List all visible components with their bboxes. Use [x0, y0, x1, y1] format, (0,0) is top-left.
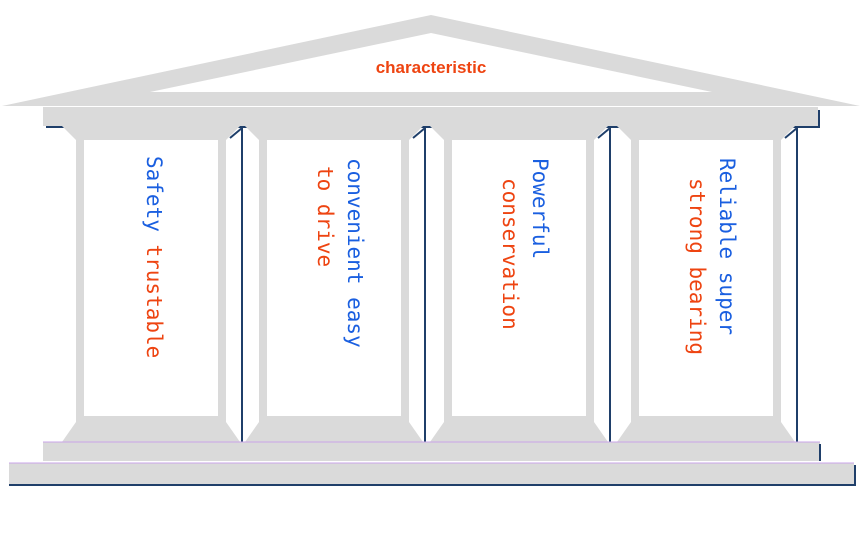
pillar-panel: [639, 140, 773, 416]
pillar-shadow-top: [597, 127, 611, 139]
entablature: [43, 107, 820, 128]
pillar-base: [617, 422, 795, 442]
pillar-base: [62, 422, 240, 442]
pillar-text-line-2: strong bearing: [685, 178, 709, 355]
pillar-text-line-2: conservation: [498, 178, 522, 330]
pillar-base: [245, 422, 423, 442]
pillar-text-line-1: Safety: [142, 156, 166, 232]
pillar-text-line-1: Reliable super: [715, 158, 739, 335]
pillar-shadow-top: [229, 127, 243, 139]
pillar-capital: [245, 126, 423, 140]
pillar-base: [430, 422, 608, 442]
entablature-beam: [43, 107, 818, 126]
pillar-shadow-top: [412, 127, 426, 139]
base-step-upper: [43, 442, 820, 461]
pillar-text: Safety trustable: [142, 156, 166, 358]
pillar-capital: [62, 126, 240, 140]
pillar-1: Safety trustable: [62, 126, 243, 442]
pillar-shadow-top: [784, 127, 798, 139]
pillar-text-line-2: to drive: [313, 166, 337, 267]
roof-title: characteristic: [376, 58, 487, 77]
roof-inner: [150, 33, 712, 92]
pillar-panel: [452, 140, 586, 416]
pillar-capital: [617, 126, 795, 140]
roof: characteristic: [2, 15, 860, 106]
pillar-capital: [430, 126, 608, 140]
pillar-text-line-1: Powerful: [528, 158, 552, 259]
pillar-panel: [267, 140, 401, 416]
pillar-text-line-1: convenient easy: [343, 158, 367, 348]
base-step-lower: [9, 463, 854, 484]
pillar-text-line-2: trustable: [142, 232, 166, 358]
base: [9, 441, 856, 486]
pillar-panel: [84, 140, 218, 416]
